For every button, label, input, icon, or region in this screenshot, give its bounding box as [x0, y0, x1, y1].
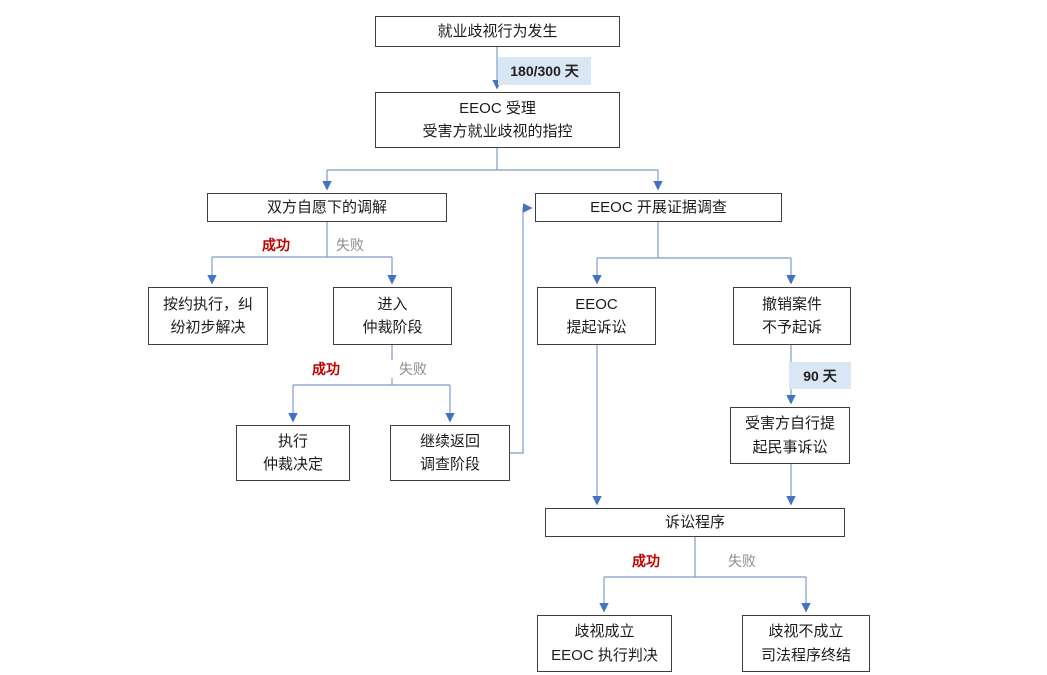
node-enforce-award: 执行 仲裁决定 [236, 425, 350, 481]
edge-label-mediation-failure: 失败 [328, 236, 372, 254]
node-victim-sue: 受害方自行提 起民事诉讼 [730, 407, 850, 464]
node-litigation: 诉讼程序 [545, 508, 845, 537]
node-mediation: 双方自愿下的调解 [207, 193, 447, 222]
edge-label-litigation-failure: 失败 [720, 552, 764, 570]
node-discrimination-rejected: 歧视不成立 司法程序终结 [742, 615, 870, 672]
node-dismiss-case: 撤销案件 不予起诉 [733, 287, 851, 345]
node-arbitration: 进入 仲裁阶段 [333, 287, 452, 345]
node-eeoc-sue: EEOC 提起诉讼 [537, 287, 656, 345]
node-back-to-investigation: 继续返回 调查阶段 [390, 425, 510, 481]
edge-label-litigation-success: 成功 [624, 552, 668, 570]
edge-label-arbitration-success: 成功 [304, 360, 348, 378]
node-settled: 按约执行，纠 纷初步解决 [148, 287, 268, 345]
edge-label-mediation-success: 成功 [254, 236, 298, 254]
node-discrimination-upheld: 歧视成立 EEOC 执行判决 [537, 615, 672, 672]
node-investigation: EEOC 开展证据调查 [535, 193, 782, 222]
node-start: 就业歧视行为发生 [375, 16, 620, 47]
edge-label-arbitration-failure: 失败 [391, 360, 435, 378]
node-eeoc-accept: EEOC 受理 受害方就业歧视的指控 [375, 92, 620, 148]
deadline-badge-90-days: 90 天 [789, 362, 851, 389]
deadline-badge-180-300-days: 180/300 天 [498, 57, 591, 85]
